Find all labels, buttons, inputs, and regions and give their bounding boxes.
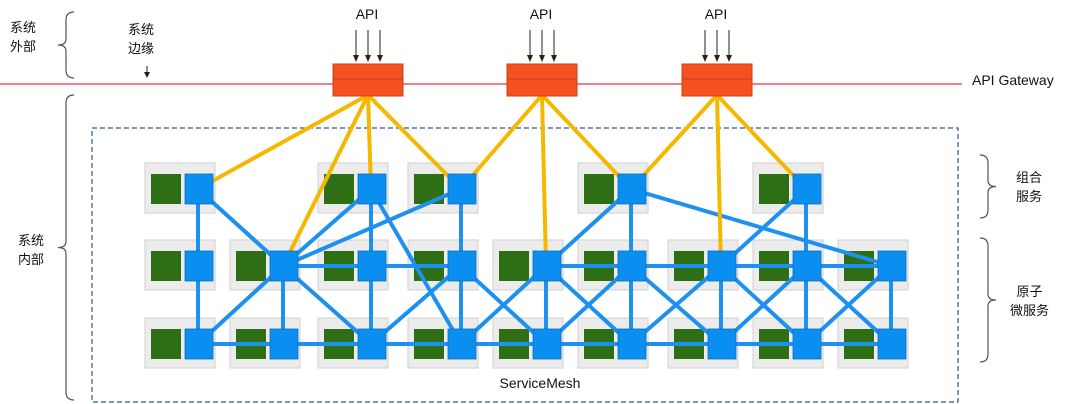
brace-composite-services (979, 154, 997, 219)
service-blue-square-t2_4 (532, 250, 562, 282)
api-link-7 (629, 93, 719, 191)
service-blue-square-t3_5 (617, 328, 647, 360)
edge-arrow-head-icon (144, 72, 150, 78)
api-gateway-label: API Gateway (972, 72, 1054, 88)
label-system-inside: 系统 内部 (18, 233, 45, 267)
api-arrow-head-icon (551, 55, 557, 62)
api-gateway-2 (506, 30, 578, 97)
service-blue-squares (184, 173, 907, 360)
service-blue-square-t2_0 (184, 250, 214, 282)
service-blue-square-t2_2 (357, 250, 387, 282)
api-gateway-3 (681, 30, 753, 97)
service-blue-square-t1_1 (357, 173, 387, 205)
service-blue-square-t3_6 (707, 328, 737, 360)
service-green-square (584, 174, 614, 204)
service-blue-square-t2_7 (792, 250, 822, 282)
label-system-outside: 系统 外部 (10, 20, 37, 54)
label-system-edge: 系统 边缘 (128, 22, 155, 56)
api-link-6 (540, 94, 548, 267)
service-green-square (324, 174, 354, 204)
api-links (197, 93, 808, 267)
composite-service-t1_2 (407, 162, 479, 214)
api-gateway-1 (332, 30, 404, 97)
api-link-9 (715, 94, 723, 267)
service-green-square (759, 174, 789, 204)
api-arrow-head-icon (377, 55, 383, 62)
gateway-box (506, 63, 578, 97)
api-label-3: API (704, 6, 728, 22)
api-arrow-head-icon (726, 55, 732, 62)
service-blue-square-t1_4 (792, 173, 822, 205)
mesh-link-6 (282, 187, 462, 268)
service-blue-square-t3_4 (532, 328, 562, 360)
service-blue-square-t3_1 (269, 328, 299, 360)
service-blue-square-t3_3 (447, 328, 477, 360)
service-green-square (151, 251, 181, 281)
api-link-0 (197, 93, 369, 191)
service-mesh-label: ServiceMesh (499, 375, 581, 391)
service-blue-square-t2_6 (707, 250, 737, 282)
service-blue-square-t3_8 (877, 328, 907, 360)
service-blue-square-t1_3 (617, 173, 647, 205)
service-blue-square-t2_1 (269, 250, 299, 282)
brace-system-outside (57, 11, 75, 79)
api-arrow-head-icon (714, 55, 720, 62)
api-label-2: API (529, 6, 553, 22)
api-arrow-head-icon (539, 55, 545, 62)
service-blue-square-t2_5 (617, 250, 647, 282)
api-link-3 (281, 94, 370, 267)
api-link-2 (366, 93, 463, 191)
service-green-square (499, 251, 529, 281)
gateway-box (332, 63, 404, 97)
label-composite-services: 组合 服务 (1016, 170, 1043, 204)
brace-system-inside (57, 94, 75, 401)
service-green-square (151, 174, 181, 204)
api-arrow-head-icon (365, 55, 371, 62)
gateway-box (681, 63, 753, 97)
service-blue-square-t2_8 (877, 250, 907, 282)
api-link-5 (540, 93, 633, 191)
service-blue-square-t3_2 (357, 328, 387, 360)
api-arrow-head-icon (527, 55, 533, 62)
service-green-square (236, 251, 266, 281)
service-blue-square-t2_3 (447, 250, 477, 282)
service-mesh-boundary (91, 127, 959, 403)
api-arrow-head-icon (353, 55, 359, 62)
api-arrow-head-icon (702, 55, 708, 62)
service-blue-square-t3_7 (792, 328, 822, 360)
brace-atomic-microservices (979, 237, 997, 363)
service-blue-square-t1_0 (184, 173, 214, 205)
label-atomic-microservices: 原子 微服务 (1010, 284, 1050, 318)
api-label-1: API (355, 6, 379, 22)
api-link-4 (459, 93, 544, 191)
api-link-8 (715, 93, 808, 191)
service-green-square (151, 329, 181, 359)
service-blue-square-t3_0 (184, 328, 214, 360)
api-link-1 (366, 94, 373, 190)
service-blue-square-t1_2 (447, 173, 477, 205)
